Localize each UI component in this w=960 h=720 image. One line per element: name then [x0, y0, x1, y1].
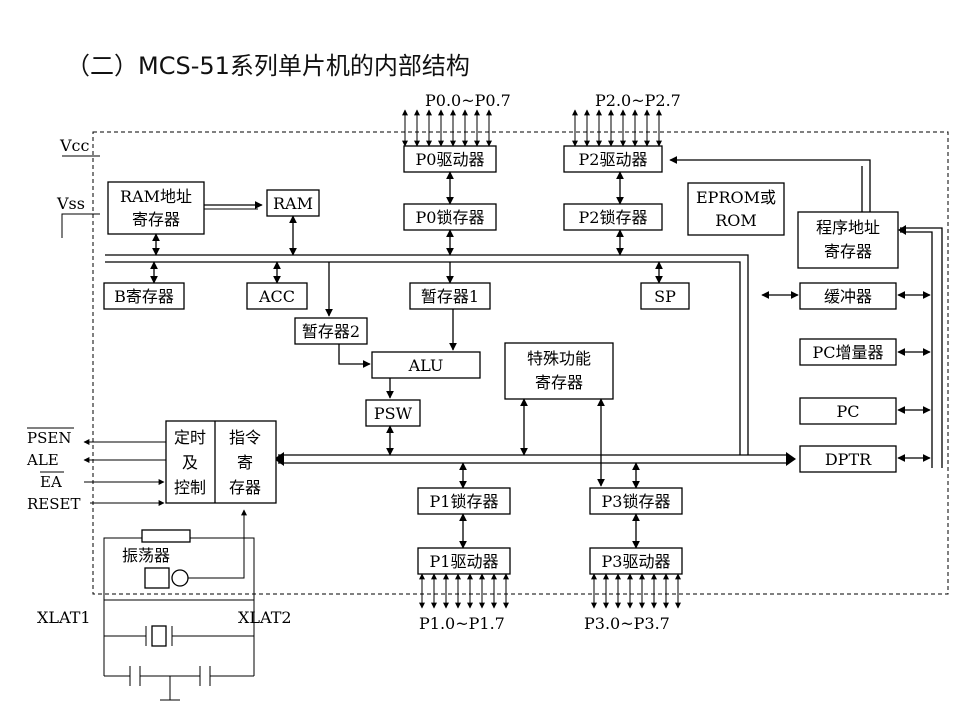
- p2-latch-box: [563, 203, 663, 231]
- instruction-register-label-3: 存器: [229, 478, 261, 497]
- eprom-box: [687, 182, 785, 236]
- p0-pins: [402, 109, 492, 147]
- buffer-label: 缓冲器: [824, 287, 872, 306]
- oscillator-to-control-arrow: [188, 509, 247, 579]
- tmp2-to-alu-arrow: [338, 344, 371, 368]
- p1-pins: [419, 573, 509, 609]
- psen-signal-label: PSEN: [27, 429, 71, 447]
- control-block-box: [165, 420, 277, 504]
- p3-driver-label: P3驱动器: [602, 552, 671, 571]
- b-register-label: B寄存器: [114, 287, 174, 306]
- alu-box: [371, 351, 481, 379]
- tmp2-box: [294, 317, 368, 345]
- tmp2-label: 暂存器2: [302, 322, 360, 341]
- tmp1-label: 暂存器1: [421, 287, 479, 306]
- chip-boundary: [92, 131, 949, 595]
- xlat2-label: XLAT2: [238, 608, 292, 627]
- p1-driver-label: P1驱动器: [430, 552, 499, 571]
- p2-driver-box: [563, 145, 663, 173]
- oscillator-inverter: [144, 567, 170, 589]
- lower-bus-left-arrowhead: [274, 452, 284, 466]
- sp-box: [640, 282, 690, 310]
- p0-driver-box: [403, 145, 497, 173]
- p3-latch-label: P3锁存器: [602, 492, 671, 511]
- ram-label: RAM: [273, 194, 313, 213]
- page-title: （二）MCS-51系列单片机的内部结构: [66, 52, 470, 80]
- program-address-register-label-2: 寄存器: [824, 242, 872, 261]
- program-address-register-label-1: 程序地址: [816, 218, 880, 237]
- vcc-label: Vcc: [59, 136, 90, 155]
- acc-box: [246, 282, 308, 310]
- instruction-register-label-2: 寄: [237, 453, 253, 472]
- buffer-box: [799, 282, 897, 310]
- p3-driver-box: [589, 547, 683, 575]
- p3-pins: [591, 573, 681, 609]
- sp-label: SP: [654, 287, 676, 306]
- dptr-label: DPTR: [825, 450, 872, 469]
- tmp1-box: [409, 282, 491, 310]
- ea-signal-label: EA: [40, 473, 62, 491]
- lower-bus: [278, 454, 786, 464]
- p1-driver-box: [417, 547, 511, 575]
- p3-latch-box: [589, 487, 683, 515]
- oscillator-label: 振荡器: [122, 546, 170, 565]
- sfr-label-2: 寄存器: [535, 373, 583, 392]
- p0-port-label: P0.0~P0.7: [425, 91, 511, 110]
- instruction-register-label-1: 指令: [229, 428, 261, 447]
- prog-addr-to-p2-arrow: [669, 156, 871, 212]
- eprom-label-1: EPROM或: [696, 188, 776, 207]
- p2-driver-label: P2驱动器: [579, 150, 648, 169]
- acc-label: ACC: [258, 287, 295, 306]
- timing-control-label-3: 控制: [174, 478, 206, 497]
- psw-label: PSW: [374, 404, 413, 423]
- sfr-label-1: 特殊功能: [527, 349, 591, 368]
- p3-port-label: P3.0~P3.7: [584, 614, 670, 633]
- xlat1-label: XLAT1: [37, 608, 91, 627]
- psw-box: [365, 399, 421, 427]
- p2-latch-label: P2锁存器: [579, 208, 648, 227]
- program-address-register-box: [797, 211, 899, 269]
- sfr-box: [504, 342, 614, 400]
- p2-pins: [572, 109, 662, 147]
- right-address-bus: [900, 227, 943, 468]
- pc-incrementer-label: PC增量器: [812, 343, 883, 362]
- ram-address-register-label-1: RAM地址: [120, 187, 192, 206]
- p2-port-label: P2.0~P2.7: [595, 91, 681, 110]
- timing-control-label-1: 定时: [174, 428, 206, 447]
- p1-latch-label: P1锁存器: [430, 492, 499, 511]
- ram-box: [266, 189, 320, 217]
- p1-port-label: P1.0~P1.7: [419, 614, 505, 633]
- ram-address-register-box: [107, 181, 205, 235]
- timing-control-label-2: 及: [182, 453, 198, 472]
- reset-signal-label: RESET: [27, 495, 80, 513]
- oscillator-resistor: [141, 529, 191, 543]
- vss-line: [61, 213, 100, 238]
- pc-box: [799, 397, 897, 425]
- dptr-box: [799, 445, 897, 473]
- internal-bus: [105, 254, 749, 455]
- right-bus-arrowhead: [898, 225, 906, 235]
- vss-label: Vss: [56, 194, 85, 213]
- pc-label: PC: [836, 402, 859, 421]
- lower-bus-right-arrowhead: [786, 452, 796, 466]
- p0-latch-label: P0锁存器: [416, 208, 485, 227]
- ram-address-register-label-2: 寄存器: [132, 210, 180, 229]
- oscillator-node: [171, 569, 189, 587]
- pc-incrementer-box: [799, 338, 897, 366]
- b-register-box: [103, 282, 185, 310]
- alu-label: ALU: [408, 356, 444, 375]
- p0-driver-label: P0驱动器: [416, 150, 485, 169]
- eprom-label-2: ROM: [715, 211, 757, 230]
- crystal-circuit: [103, 600, 255, 701]
- ale-signal-label: ALE: [26, 451, 59, 469]
